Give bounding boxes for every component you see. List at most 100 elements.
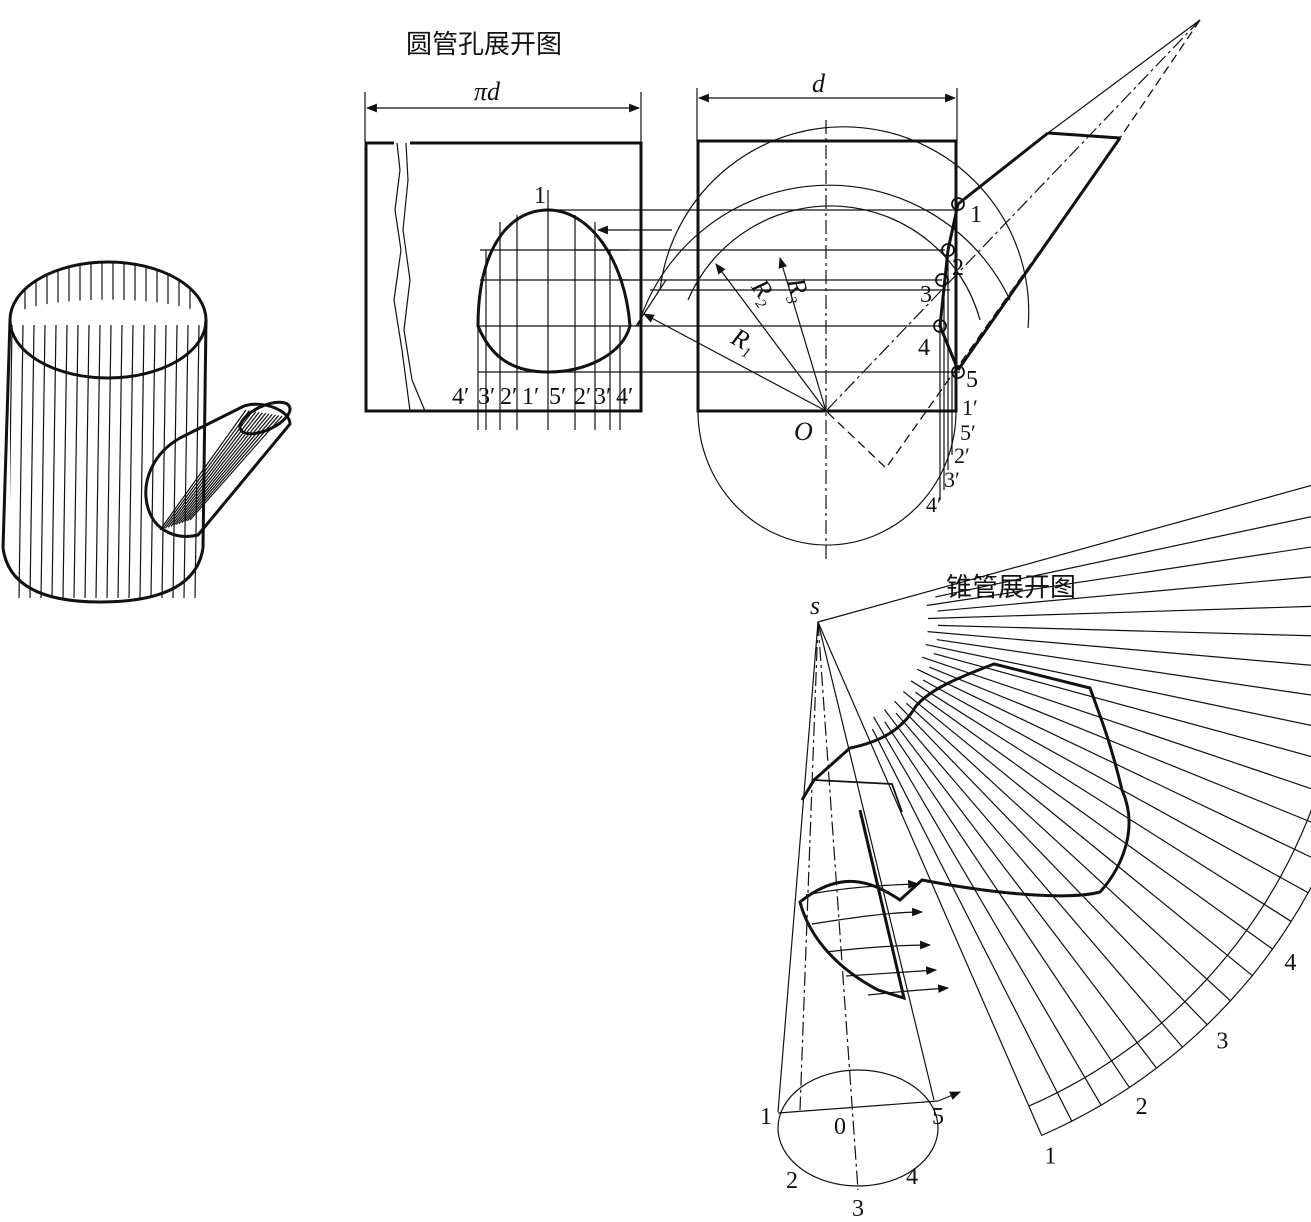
fan-labels: 123454321 [1044,455,1311,1170]
cone-development-view: s 123454321 1 0 5 2 3 4 [760,455,1311,1222]
branch-cone-hatching [159,409,283,531]
fan-generator-line [817,621,1043,1136]
cone-axis-line [825,19,1201,412]
cone-end-line [1047,131,1121,140]
hole-bottom-label: 3′ [594,384,611,410]
hole-development-title: 圆管孔展开图 [406,30,562,60]
hatch-line [161,324,167,599]
fan-generator-line [926,546,1311,607]
fan-generator-line [927,605,1311,620]
fan-generator-line [928,666,1311,823]
hatch-line [95,324,101,599]
cone-development-title: 锥管展开图 [946,573,1076,603]
fan-generator-line [871,728,1073,1122]
side-prime-2: 2′ [954,443,970,468]
hatch-line [51,324,57,599]
hatch-line [167,411,257,528]
front-view: d R1 R2 R3 O [630,19,1201,560]
hatch-line [18,324,24,599]
fan-label: 2 [1136,1094,1148,1120]
hole-outline [476,208,632,374]
apex-s-label: s [810,591,820,620]
hatch-line [183,324,189,599]
isometric-pipe-sketch [1,260,292,604]
hatch-line [189,415,283,521]
hatch-line [172,324,178,599]
hole-top-label: 1 [534,183,546,209]
side-vertical-lines [939,250,953,500]
fan-generator-line [894,700,1208,1026]
fan-generator-line [935,516,1311,598]
fan-development [817,484,1311,1136]
pipe-section-semicircle [697,410,957,546]
side-label-3: 3 [920,282,932,308]
base-label-0: 0 [834,1114,846,1140]
fan-generator-line [915,691,1273,950]
pi-d-label: πd [474,77,501,106]
hole-bottom-labels: 4′3′2′1′5′2′3′4′ [452,384,633,410]
branch-cone-outline [144,402,292,538]
break-line-left [393,142,411,412]
side-label-4: 4 [918,335,930,361]
cylinder-right-edge [201,319,208,549]
r3-line [778,256,827,412]
break-line-right [402,142,426,412]
hole-bottom-label: 2′ [574,384,591,410]
hatch-line [62,324,68,599]
base-label-3: 3 [852,1196,864,1222]
cylinder-top-hatching [24,262,191,310]
fan-generator-line [937,576,1311,612]
fan-generator-line [905,702,1231,1002]
fan-generator-line [933,652,1311,758]
fan-label: 4 [1284,950,1296,976]
hole-bottom-label: 5′ [549,384,566,410]
cylinder-bottom-curve [1,547,205,604]
hatch-line [164,410,254,529]
fan-generator-line [927,631,1311,666]
cylinder-left-edge [1,319,12,549]
r1-label: R1 [724,322,761,363]
fan-generator-line [922,656,1311,790]
hatch-line [40,324,46,599]
hatch-line [84,324,90,599]
hole-bottom-label: 1′ [522,384,539,410]
hatch-line [10,324,13,503]
cone-hidden-lines [825,137,1121,469]
fan-generator-line [917,668,1311,858]
base-label-1: 1 [760,1104,772,1130]
fan-generator-line [922,679,1309,894]
hatch-line [73,324,79,599]
fan-generator-line [895,712,1183,1048]
hatch-line [128,324,134,599]
side-label-2: 2 [952,255,964,281]
fan-generator-line [910,680,1292,922]
base-label-4: 4 [906,1164,918,1190]
hatch-line [173,412,263,526]
hatch-line [159,409,247,531]
hatch-line [162,410,250,530]
hole-bottom-label: 4′ [616,384,633,410]
hole-bottom-label: 3′ [478,384,495,410]
side-label-5: 5 [966,367,978,393]
point-1 [951,197,965,211]
cone-base-circle [777,1069,939,1187]
cylinder-top-ellipse [8,260,208,380]
hatch-line [139,324,145,599]
fan-generator-line [937,624,1311,637]
hatch-line [194,324,200,599]
hole-bottom-label: 2′ [500,384,517,410]
hole-bottom-label: 4′ [452,384,469,410]
hatch-line [106,324,112,599]
fan-generator-line [884,709,1157,1069]
cone-cut-curve [798,662,1131,1001]
side-prime-4: 4′ [926,492,942,517]
base-label-5: 5 [932,1104,944,1130]
r1-line [643,313,827,412]
fan-generator-line [873,716,1102,1106]
hatch-line [117,324,123,599]
side-prime-5: 5′ [960,420,976,445]
r2-line [715,263,827,412]
fan-label: 3 [1216,1029,1228,1055]
d-label: d [812,69,826,98]
